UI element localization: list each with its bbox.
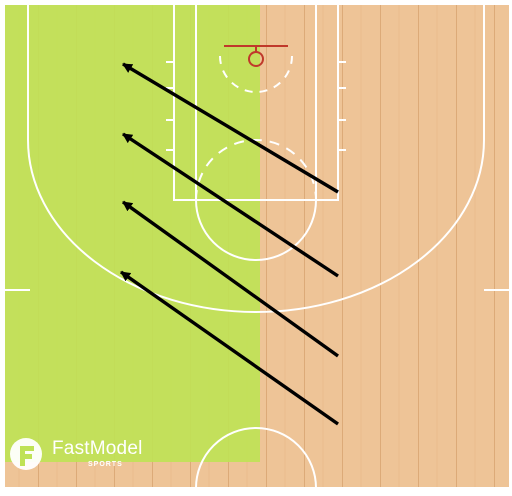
court-lines bbox=[3, 3, 511, 489]
restricted-area-arc bbox=[219, 55, 293, 93]
arrow-3 bbox=[122, 200, 339, 358]
fastmodel-logo-icon bbox=[10, 438, 42, 470]
paint-lane bbox=[173, 3, 339, 201]
free-throw-arc-dashed bbox=[195, 139, 317, 201]
free-throw-arc-solid bbox=[195, 199, 317, 261]
movement-arrows bbox=[120, 62, 339, 426]
center-circle bbox=[195, 427, 317, 489]
arrow-2 bbox=[122, 132, 339, 278]
arrow-4 bbox=[120, 270, 339, 426]
logo-subtitle: SPORTS bbox=[88, 461, 123, 468]
logo-name: FastModel bbox=[52, 438, 143, 459]
highlight-zone bbox=[4, 4, 260, 462]
arrow-1 bbox=[122, 62, 339, 194]
rim bbox=[248, 51, 264, 67]
fastmodel-logo: FastModel SPORTS bbox=[10, 436, 143, 476]
three-point-line bbox=[27, 4, 485, 313]
